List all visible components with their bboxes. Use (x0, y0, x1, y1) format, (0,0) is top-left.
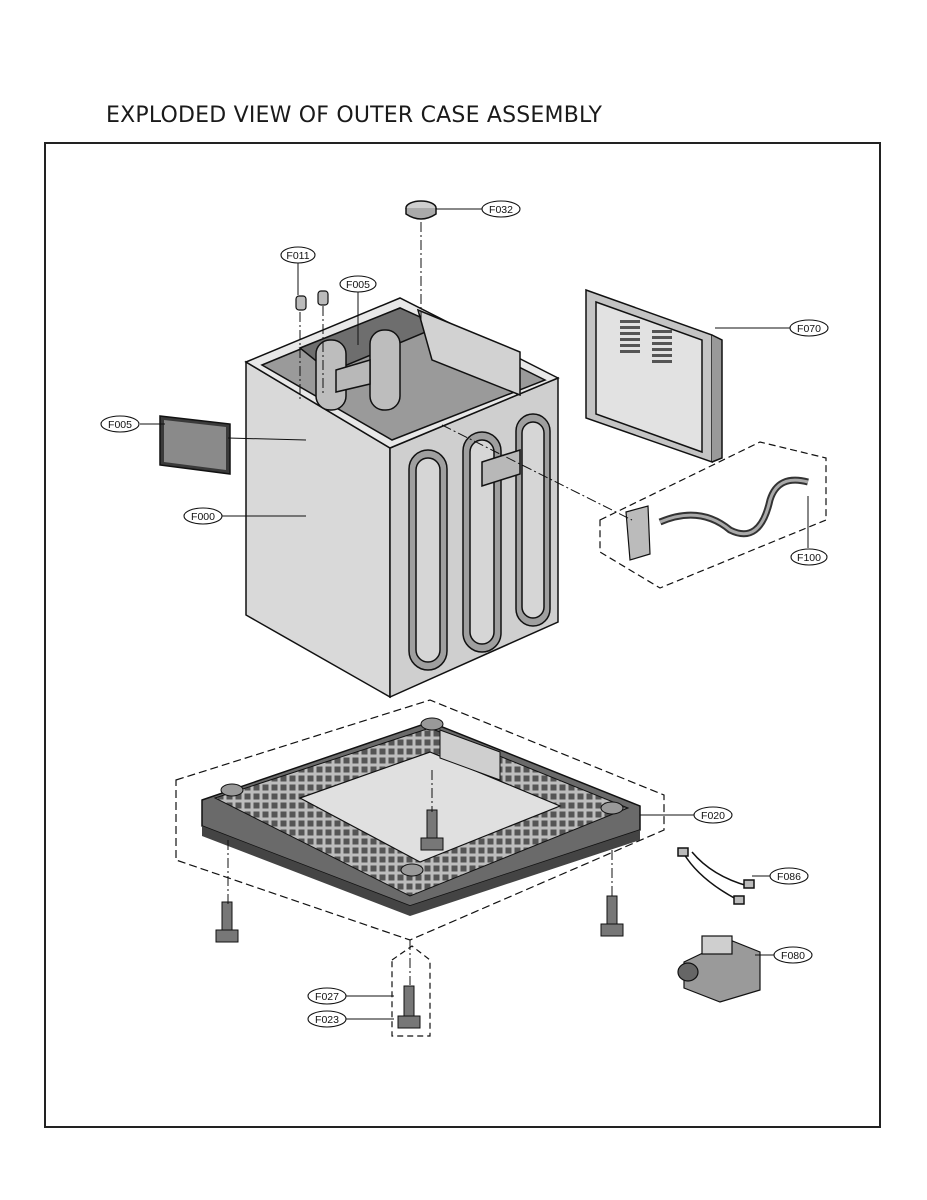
callout-f000: F000 (183, 507, 223, 525)
callout-f023: F023 (307, 1010, 347, 1028)
wire-harness (677, 847, 755, 905)
callout-f005-left: F005 (100, 415, 140, 433)
callout-f005-left-text: F005 (108, 419, 132, 431)
hose-kit (599, 441, 827, 589)
callout-labels: F032 F011 F005 F005 F000 F070 F100 F020 (100, 200, 829, 1028)
top-clamp (405, 200, 437, 220)
label-plate (159, 415, 231, 475)
callout-f032-text: F032 (489, 204, 513, 216)
callout-f011-text: F011 (286, 250, 309, 262)
callout-f027: F027 (307, 987, 347, 1005)
leader-lines (140, 208, 809, 1020)
foot-kit-box (391, 945, 431, 1037)
diagram-frame (44, 142, 881, 1128)
base-frame (175, 699, 665, 941)
callout-f023-text: F023 (315, 1014, 339, 1026)
page-title: EXPLODED VIEW OF OUTER CASE ASSEMBLY (106, 103, 603, 128)
callout-f000-text: F000 (191, 511, 215, 523)
callout-f080-text: F080 (781, 950, 805, 962)
callout-f020: F020 (693, 806, 733, 824)
callout-f070-text: F070 (797, 323, 821, 335)
callout-f005-top-text: F005 (346, 279, 370, 291)
bushings (295, 290, 329, 311)
callout-f005-top: F005 (339, 275, 377, 293)
outer-cabinet (244, 297, 560, 699)
callout-f070: F070 (789, 319, 829, 337)
callout-f086-text: F086 (777, 871, 801, 883)
callout-f100: F100 (790, 548, 828, 566)
callout-f011: F011 (280, 246, 316, 264)
callout-f086: F086 (769, 867, 809, 885)
callout-f080: F080 (773, 946, 813, 964)
callout-f032: F032 (481, 200, 521, 218)
callout-f027-text: F027 (315, 991, 339, 1003)
back-cover (585, 288, 723, 464)
callout-f020-text: F020 (701, 810, 725, 822)
drain-pump (677, 935, 761, 1003)
leveling-feet (215, 809, 624, 1029)
callout-f100-text: F100 (797, 552, 821, 564)
